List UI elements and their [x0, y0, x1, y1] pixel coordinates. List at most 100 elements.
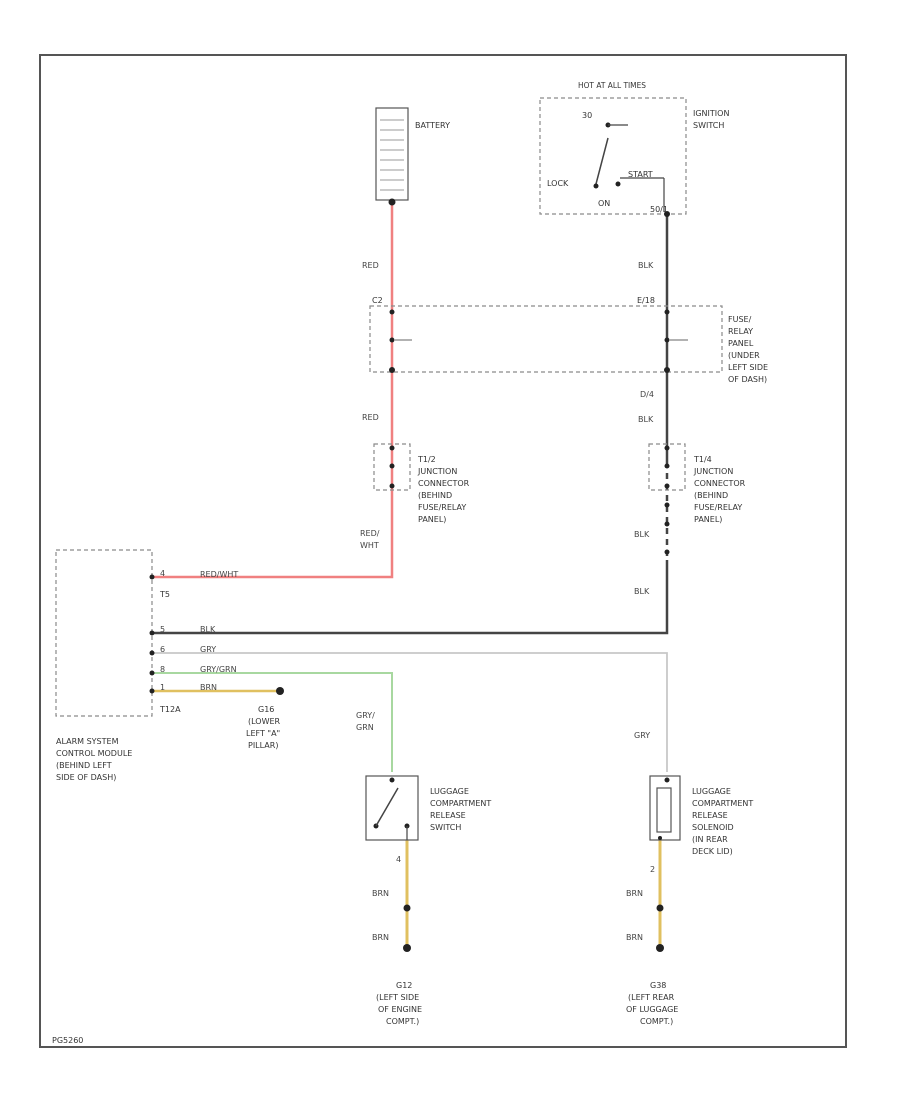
g16-label-2: LEFT "A": [246, 729, 280, 738]
pin-8: 8: [160, 665, 165, 674]
wire-label-blk-fuse: D/4: [640, 390, 654, 399]
wire-label-gry-grn-0: GRY/: [356, 711, 375, 720]
solenoid-label-4: (IN REAR: [692, 835, 728, 844]
ignition-pos-on: ON: [598, 199, 610, 208]
wire-label-brn-switch-lower: BRN: [372, 933, 389, 942]
fuse-panel-label-4: LEFT SIDE: [728, 363, 768, 372]
ignition-pos-start: START: [628, 170, 653, 179]
fuse-panel-label-2: PANEL: [728, 339, 754, 348]
t1-label-5: PANEL): [418, 515, 446, 524]
wire-label-blk-upper: BLK: [638, 261, 654, 270]
fuse-panel-label-0: FUSE/: [728, 315, 752, 324]
g38-label-2: OF LUGGAGE: [626, 1005, 678, 1014]
pin-1: 1: [160, 683, 165, 692]
module-label-1: CONTROL MODULE: [56, 749, 132, 758]
ignition-pos-lock: LOCK: [547, 179, 569, 188]
wire-label-red-wht-inline: RED/WHT: [200, 570, 238, 579]
switch-pin-label: 4: [396, 855, 401, 864]
wire-label-blk-mid: BLK: [638, 415, 654, 424]
t4-label-3: (BEHIND: [694, 491, 728, 500]
module-label-0: ALARM SYSTEM: [56, 737, 119, 746]
pin-5: 5: [160, 625, 165, 634]
g16-label-3: PILLAR): [248, 741, 278, 750]
solenoid-label-0: LUGGAGE: [692, 787, 731, 796]
trunk-switch-label-1: COMPARTMENT: [430, 799, 491, 808]
solenoid-label-1: COMPARTMENT: [692, 799, 753, 808]
t4-label-4: FUSE/RELAY: [694, 503, 742, 512]
pin-6: 6: [160, 645, 165, 654]
wire-label-red-upper: RED: [362, 261, 379, 270]
wire-label-brn-switch-upper: BRN: [372, 889, 389, 898]
g38-label-1: (LEFT REAR: [628, 993, 675, 1002]
t1-label-1: JUNCTION: [417, 467, 457, 476]
module-label-3: SIDE OF DASH): [56, 773, 116, 782]
t4-junction-connector: [648, 443, 686, 555]
wire-label-red-wht-0: RED/: [360, 529, 380, 538]
wire-blk-module: [152, 560, 669, 635]
solenoid-pin-label: 2: [650, 865, 655, 874]
fuse-relay-panel: [369, 305, 723, 373]
module-label-2: (BEHIND LEFT: [56, 761, 112, 770]
t4-label-2: CONNECTOR: [694, 479, 746, 488]
g16-label-0: G16: [258, 705, 274, 714]
solenoid-label-3: SOLENOID: [692, 823, 734, 832]
alarm-control-module: [55, 549, 155, 717]
g12-label-1: (LEFT SIDE: [376, 993, 419, 1002]
t1-label-3: (BEHIND: [418, 491, 452, 500]
g12-label-3: COMPT.): [386, 1017, 419, 1026]
fuse-panel-label-3: (UNDER: [728, 351, 760, 360]
footer-code: PG5260: [52, 1036, 83, 1045]
wire-gry-grn: [152, 672, 393, 772]
luggage-release-switch: [365, 775, 419, 841]
wire-label-blk-inline: BLK: [200, 625, 216, 634]
g38-label-0: G38: [650, 981, 666, 990]
battery: [375, 107, 409, 206]
diagram-border: [39, 54, 847, 1048]
module-connector-t5: T5: [159, 590, 170, 599]
ignition-switch-label: IGNITION: [693, 109, 729, 118]
t1-label-4: FUSE/RELAY: [418, 503, 466, 512]
wire-label-brn-solenoid-upper: BRN: [626, 889, 643, 898]
fuse-panel-label-1: RELAY: [728, 327, 753, 336]
ignition-switch: [539, 97, 687, 217]
t1-label-2: CONNECTOR: [418, 479, 470, 488]
switch-splice-point: [403, 904, 411, 912]
ground-g12-point: [403, 944, 411, 952]
t4-label-5: PANEL): [694, 515, 722, 524]
trunk-switch-label-0: LUGGAGE: [430, 787, 469, 796]
solenoid-label-5: DECK LID): [692, 847, 733, 856]
luggage-release-solenoid: [649, 775, 681, 841]
g16-label-1: (LOWER: [248, 717, 281, 726]
ignition-switch-label-2: SWITCH: [693, 121, 724, 130]
wire-label-blk-lower: BLK: [634, 530, 650, 539]
wire-label-gry-inline: GRY: [200, 645, 216, 654]
pin-4: 4: [160, 569, 165, 578]
ignition-terminal: 50/1: [650, 205, 668, 214]
t1-label-0: T1/2: [417, 455, 436, 464]
hot-at-all-times-label: HOT AT ALL TIMES: [578, 81, 646, 90]
wire-gry: [152, 652, 668, 772]
wire-label-brn-solenoid-lower: BRN: [626, 933, 643, 942]
solenoid-splice-point: [656, 904, 664, 912]
wire-label-red-wht-1: WHT: [360, 541, 379, 550]
g12-label-0: G12: [396, 981, 412, 990]
wire-label-gry-vertical: GRY: [634, 731, 650, 740]
fuse-pin-right: E/18: [637, 296, 655, 305]
ground-g38-point: [656, 944, 664, 952]
fuse-panel-label-5: OF DASH): [728, 375, 767, 384]
g12-label-2: OF ENGINE: [378, 1005, 422, 1014]
battery-label: BATTERY: [415, 121, 450, 130]
wire-label-brn-inline: BRN: [200, 683, 217, 692]
t4-label-0: T1/4: [693, 455, 712, 464]
wire-label-red-lower: RED: [362, 413, 379, 422]
ignition-pos-30: 30: [582, 111, 592, 120]
wire-red-wht: [152, 462, 394, 579]
t1-junction-connector: [373, 443, 411, 491]
ground-g16-point: [276, 687, 284, 695]
wire-label-gry-grn-1: GRN: [356, 723, 374, 732]
trunk-switch-label-3: SWITCH: [430, 823, 461, 832]
t4-label-1: JUNCTION: [693, 467, 733, 476]
module-connector-t12a: T12A: [159, 705, 181, 714]
g38-label-3: COMPT.): [640, 1017, 673, 1026]
